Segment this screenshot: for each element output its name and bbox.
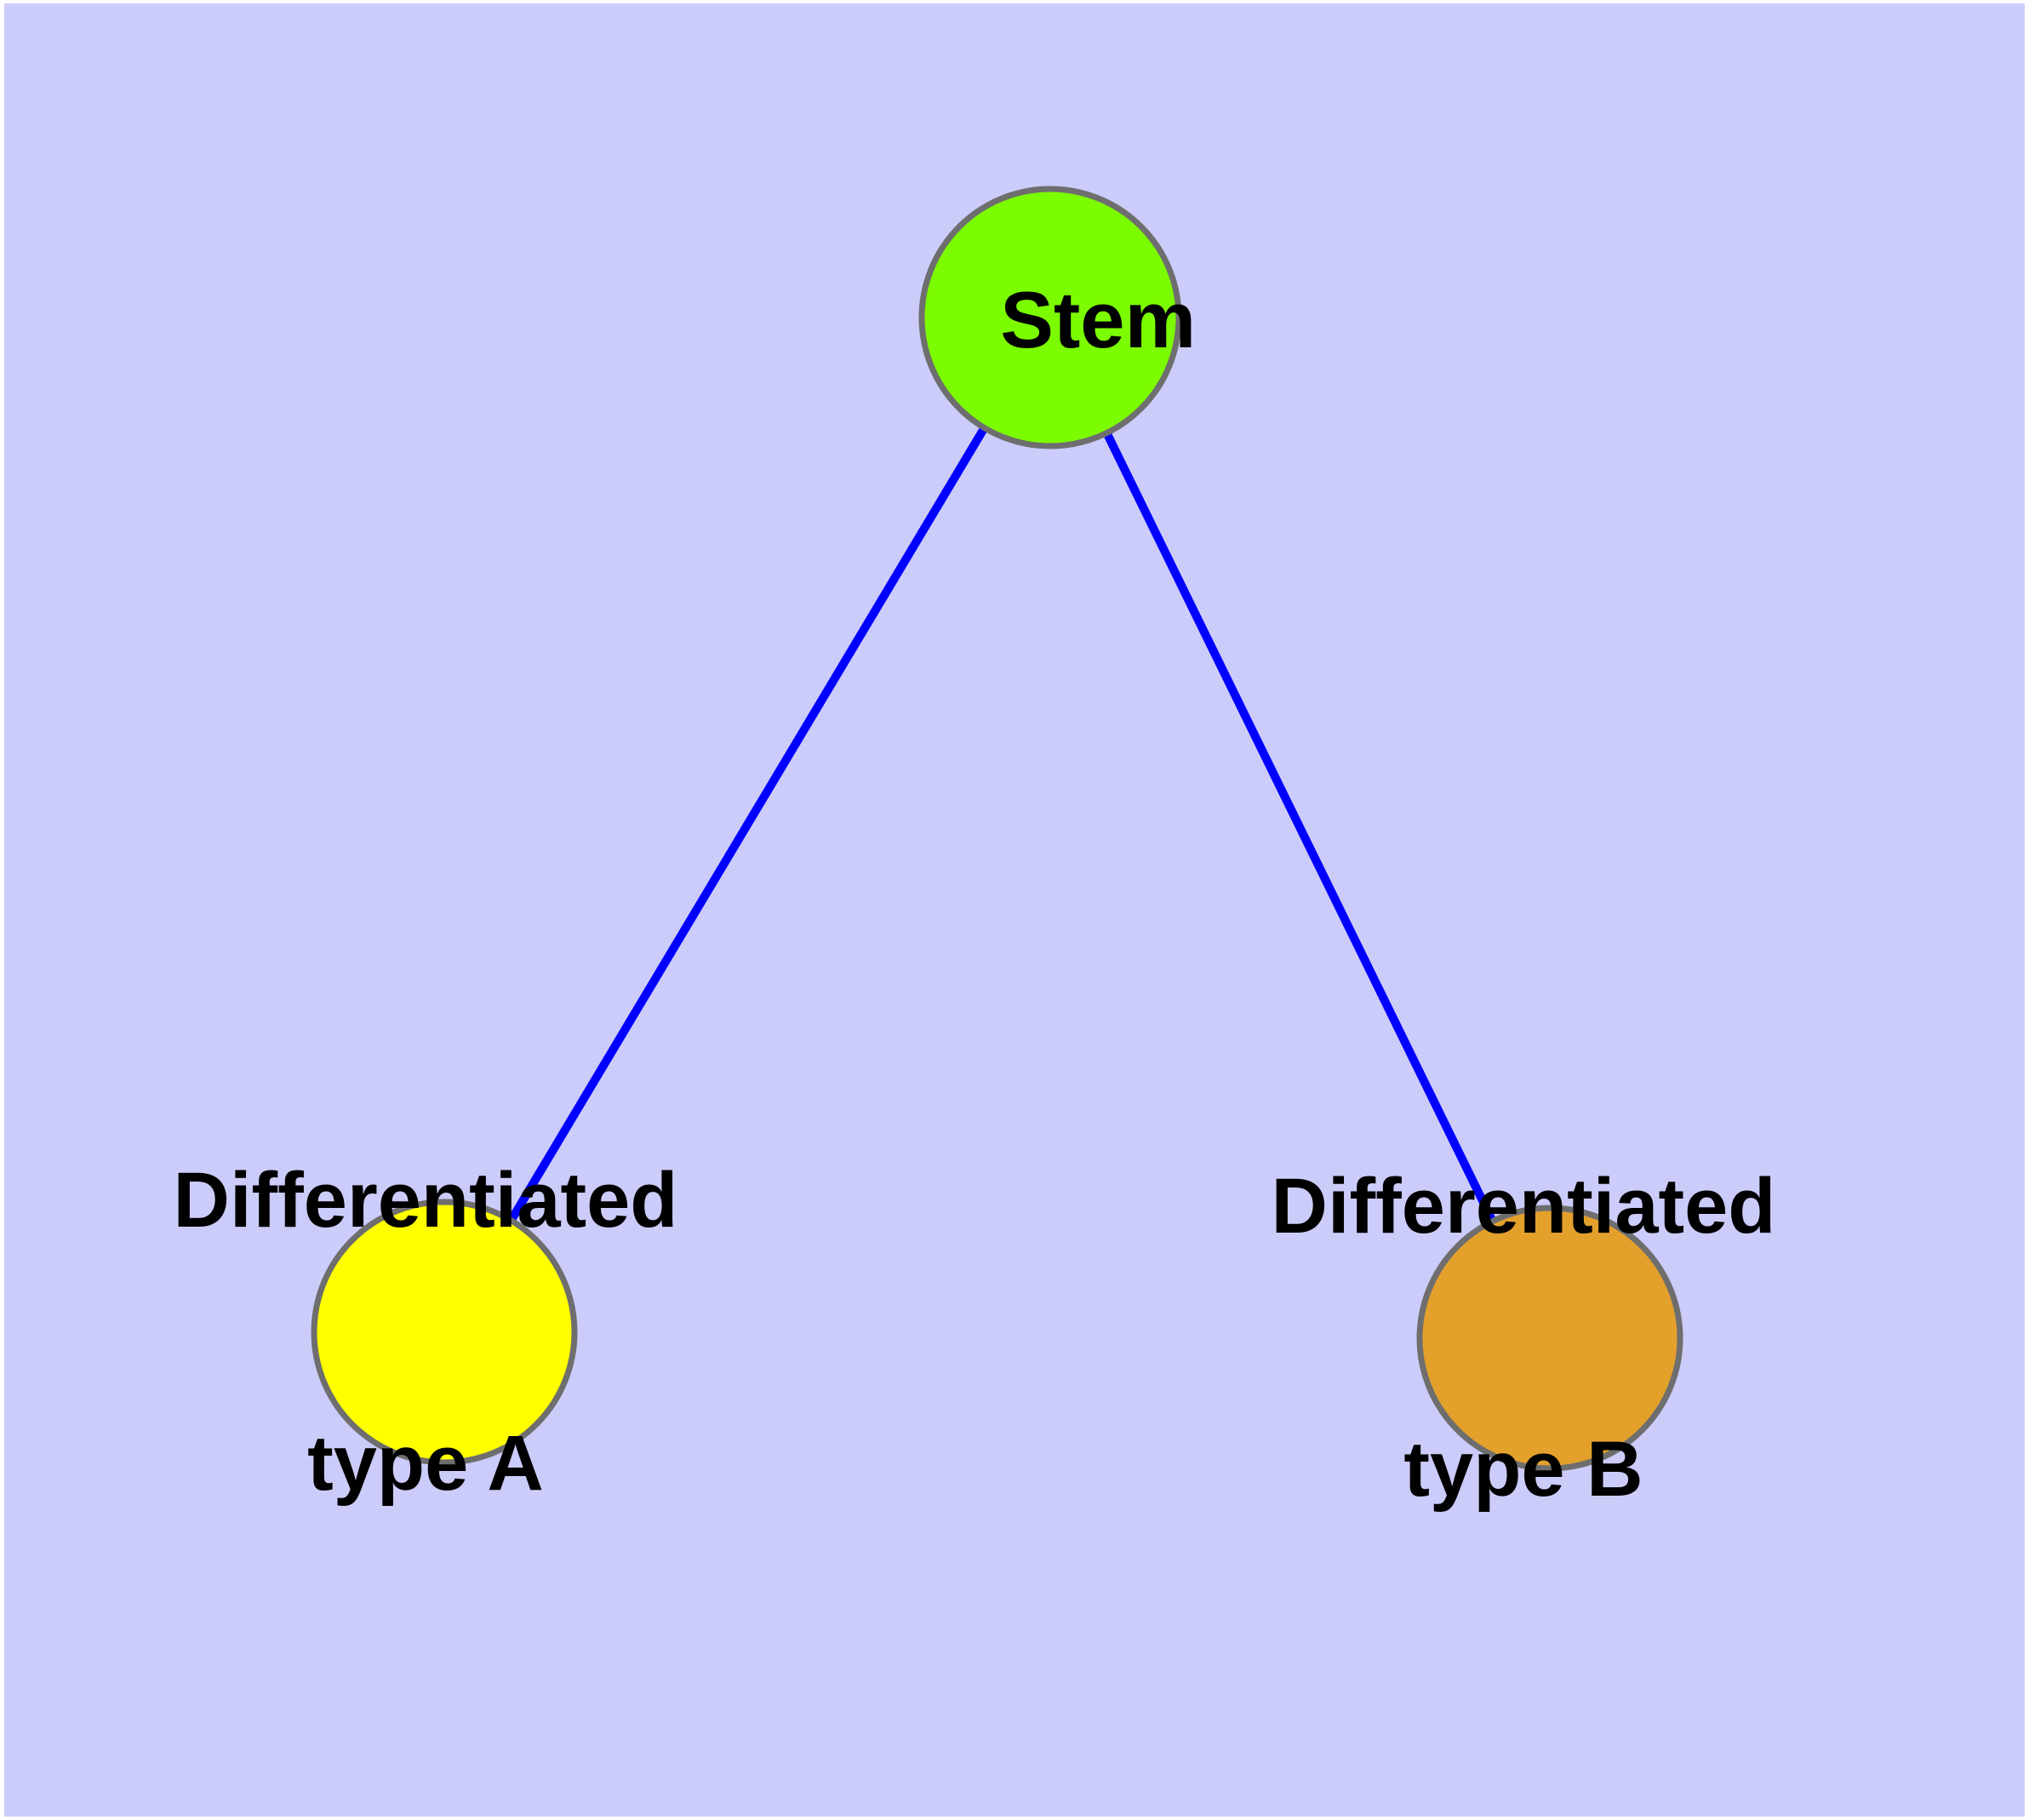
edge-stem-to-differentiated-b[interactable] [1046, 315, 1554, 1341]
node-differentiated-type-a[interactable] [311, 1199, 578, 1466]
edge-stem-to-differentiated-a[interactable] [440, 315, 1055, 1335]
edge-layer [440, 315, 1554, 1341]
node-layer [311, 186, 1683, 1472]
node-differentiated-type-b[interactable] [1416, 1205, 1683, 1472]
node-stem[interactable] [918, 186, 1182, 449]
